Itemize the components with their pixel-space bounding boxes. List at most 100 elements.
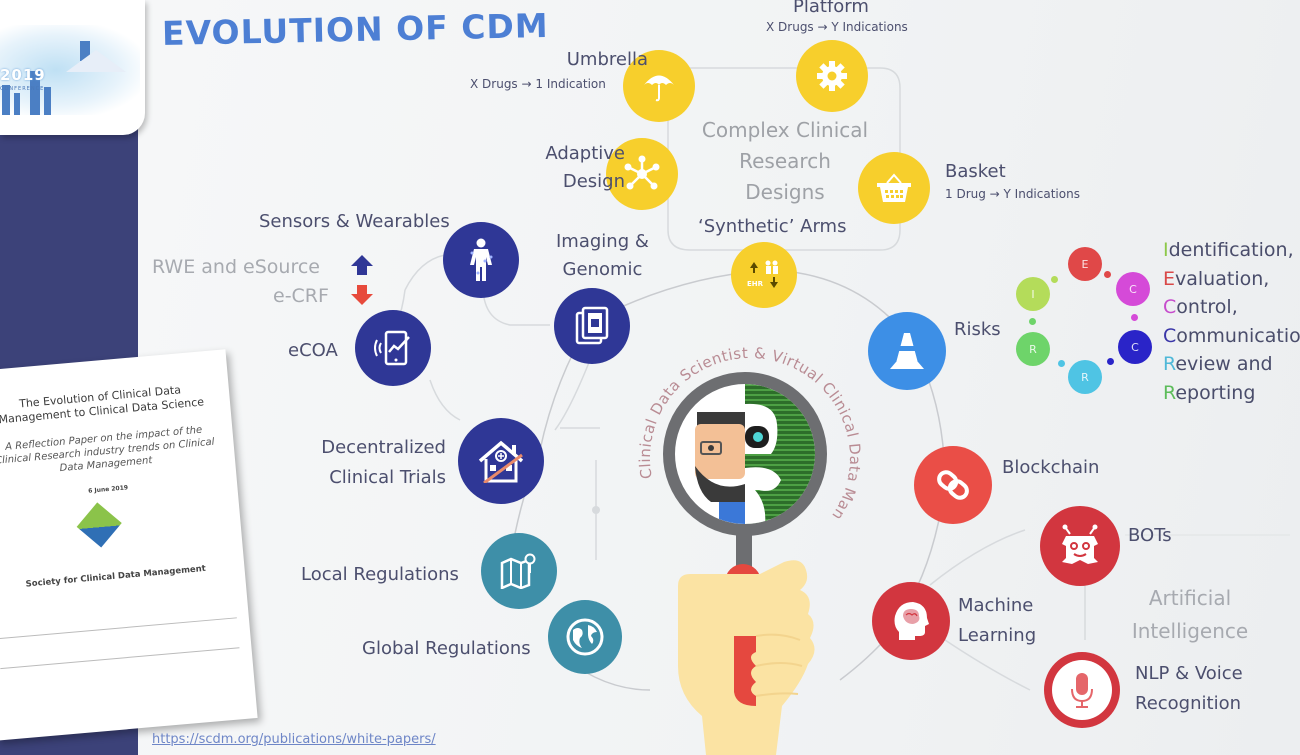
platform-label: Platform [793,0,869,17]
svg-text:EHR: EHR [747,280,764,288]
sensors-wearables-label: Sensors & Wearables [259,211,450,232]
step-initial: C [1163,296,1177,318]
label-line: Genomic [562,259,643,280]
rwe-esource-label: RWE and eSource [152,256,320,278]
risks-node[interactable] [868,312,946,390]
label-line: Recognition [1135,693,1241,714]
ecrf-label: e-CRF [273,285,329,307]
traffic-cone-icon [890,333,924,369]
robot-icon [1062,524,1098,564]
basket-node[interactable] [858,152,930,224]
cycle-node-i: I [1016,277,1050,311]
risk-step: Communication, [1163,322,1300,351]
cycle-dot [1058,360,1065,367]
house-crossed-icon [478,440,524,483]
virtual-manager-robot [745,384,815,524]
step-initial: C [1163,324,1177,347]
step-initial: E [1163,267,1176,290]
sensors-wearables-node[interactable] [443,222,519,298]
ecoa-label: eCOA [288,340,338,361]
arrow-up-icon [351,255,373,275]
risk-step: Reporting [1163,379,1300,408]
step-text: eporting [1175,381,1256,404]
imaging-genomic-node[interactable] [554,288,630,364]
synthetic-arms-node[interactable]: EHR [731,242,797,308]
step-initial: I [1163,239,1169,261]
blockchain-label: Blockchain [1002,457,1100,478]
nlp-voice-label: NLP & Voice Recognition [1135,659,1243,719]
nlp-voice-node[interactable] [1044,652,1120,728]
label-line: Design [562,171,625,192]
globe-icon [566,618,604,656]
complex-designs-label: Complex Clinical Research Designs [690,115,880,208]
cycle-dot [1104,271,1111,278]
white-papers-link[interactable]: https://scdm.org/publications/white-pape… [152,732,436,747]
umbrella-node[interactable] [623,50,695,122]
label-line: Imaging & [556,231,649,252]
adaptive-design-label: Adaptive Design [490,140,625,196]
label-line: NLP & Voice [1135,663,1243,684]
imaging-icon [575,306,609,345]
gear-icon [817,61,847,91]
local-regulations-node[interactable] [481,533,557,609]
people-arrows-icon: EHR [747,260,778,288]
platform-sublabel: X Drugs → Y Indications [766,20,908,34]
step-text: eview and [1175,353,1273,375]
logo-caption: CONFERENCE [0,86,45,92]
label-line: Machine [958,595,1034,616]
ecoa-node[interactable] [355,310,431,386]
risk-step: Review and [1163,350,1300,379]
step-text: dentification, [1168,239,1294,261]
label-line: Decentralized [321,437,446,458]
bots-label: BOTs [1128,525,1172,546]
label-line: Complex Clinical [701,118,869,142]
global-regulations-label: Global Regulations [362,638,531,659]
umbrella-label: Umbrella [566,49,648,70]
label-line: Designs [745,180,825,204]
building-icon [14,93,20,115]
imaging-genomic-label: Imaging & Genomic [556,228,649,284]
blockchain-node[interactable] [914,446,992,524]
machine-learning-node[interactable] [872,582,950,660]
cycle-node-c2: C [1118,330,1152,364]
global-regulations-node[interactable] [548,600,622,674]
platform-node[interactable] [796,40,868,112]
label-line: Intelligence [1131,619,1249,643]
cycle-dot [1131,314,1138,321]
risk-process-list: Identification, Evaluation, Control, Com… [1163,236,1300,407]
logo-year: 2019 [0,66,46,84]
decentralized-trials-label: Decentralized Clinical Trials [300,433,446,493]
step-text: ontrol, [1176,296,1238,318]
tent-icon [66,50,126,72]
risk-step: Identification, [1163,236,1300,265]
building-icon [44,87,51,115]
chain-link-icon [937,470,969,500]
cycle-node-r1: R [1068,360,1102,394]
label-line: Learning [958,625,1037,646]
decentralized-trials-node[interactable] [458,418,544,504]
risk-step: Evaluation, [1163,265,1300,294]
label-line: Clinical Trials [329,467,446,488]
synthetic-arms-label: ‘Synthetic’ Arms [698,216,847,237]
step-text: valuation, [1175,267,1270,290]
hand-icon [678,560,815,755]
conference-logo: 2019 CONFERENCE [0,0,145,135]
label-line: Research [739,149,831,173]
adaptive-design-node[interactable] [606,138,678,210]
body-sensor-icon [470,238,493,281]
machine-learning-label: Machine Learning [958,591,1036,651]
bots-node[interactable] [1040,506,1120,586]
step-initial: R [1163,353,1176,375]
tablet-signal-icon [374,330,410,366]
risks-label: Risks [954,319,1001,340]
arrow-down-icon [351,285,373,305]
cycle-dot [1029,318,1036,325]
label-line: Adaptive [545,143,625,164]
cycle-dot [1051,276,1058,283]
label-line: Artificial [1148,586,1232,610]
building-icon [2,85,10,115]
step-text: ommunication, [1176,324,1300,347]
building-icon [30,71,40,115]
risk-step: Control, [1163,293,1300,322]
